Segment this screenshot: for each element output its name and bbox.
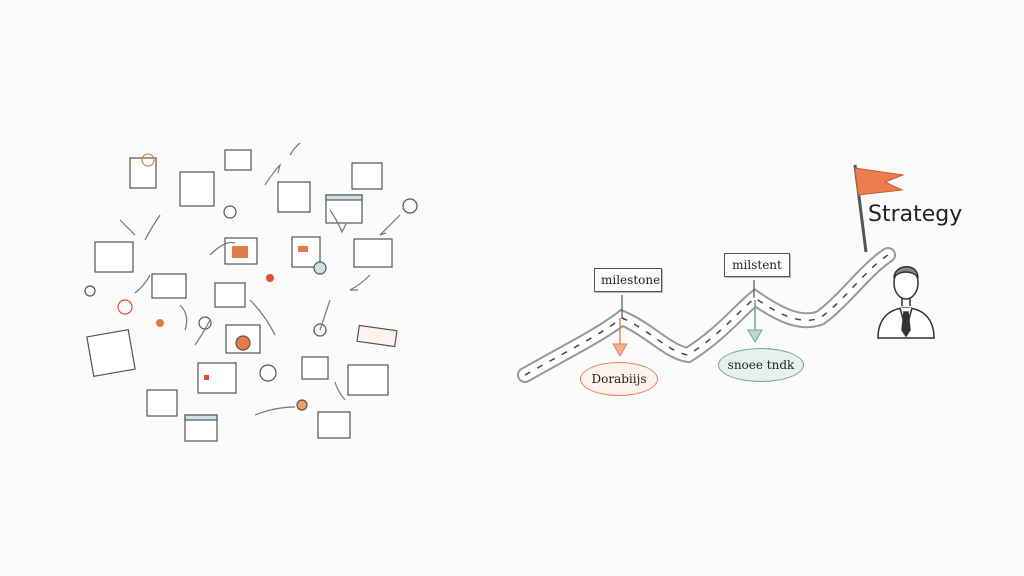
milestone-1-label: milestone [594,268,662,292]
outcome-1-oval: Dorabiijs [580,362,658,396]
icon-sketches [84,153,418,411]
outcome-2-oval: snoee tndk [718,348,804,382]
strategy-goal-label: Strategy [868,202,963,227]
person-icon [877,266,935,339]
roadmap-road [517,164,935,383]
window-sketches [86,149,398,442]
milestone-2-label: milstent [724,253,790,277]
chaos-cluster [84,142,418,442]
arrow-sketches [119,142,401,416]
